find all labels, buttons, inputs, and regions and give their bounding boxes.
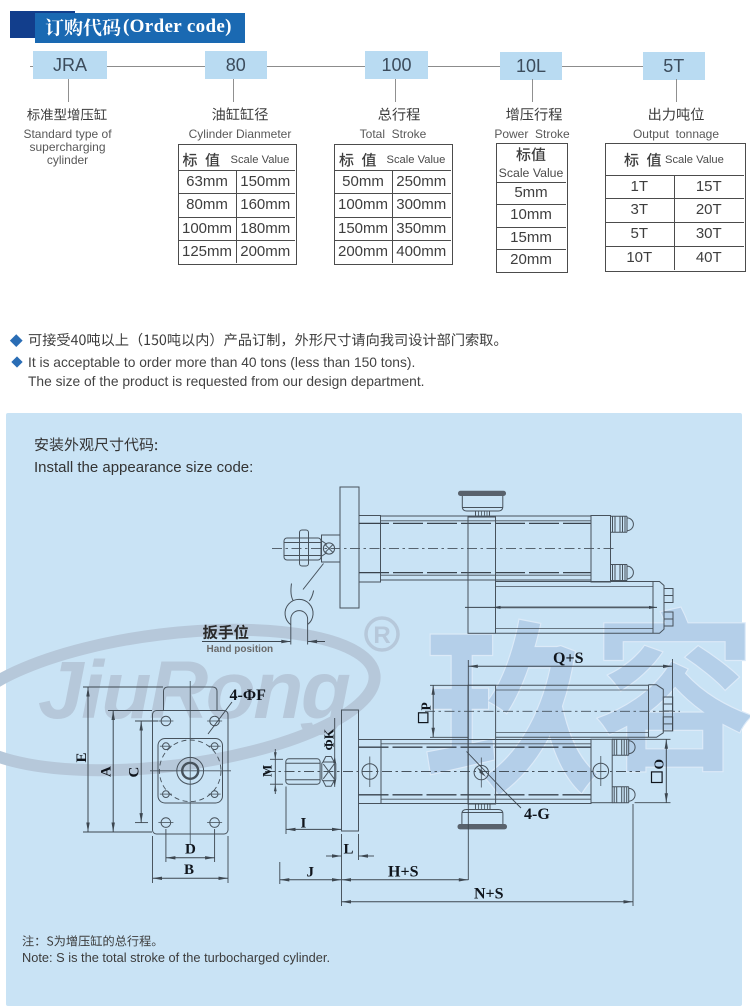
svg-text:C: C bbox=[127, 767, 143, 778]
svg-text:R: R bbox=[373, 622, 390, 649]
svg-text:M: M bbox=[260, 765, 275, 777]
svg-text:E: E bbox=[74, 752, 90, 762]
svg-text:N+S: N+S bbox=[474, 886, 504, 903]
svg-text:4-ΦF: 4-ΦF bbox=[230, 687, 267, 704]
svg-text:D: D bbox=[185, 842, 196, 858]
svg-text:J: J bbox=[307, 865, 315, 881]
svg-text:A: A bbox=[99, 766, 115, 777]
svg-text:4-G: 4-G bbox=[524, 806, 550, 823]
svg-text:I: I bbox=[301, 816, 307, 832]
svg-text:O: O bbox=[652, 759, 667, 770]
svg-text:L: L bbox=[344, 842, 354, 858]
svg-text:H+S: H+S bbox=[388, 864, 419, 881]
svg-text:Q+S: Q+S bbox=[553, 650, 584, 667]
svg-text:ΦK: ΦK bbox=[322, 728, 337, 750]
svg-text:B: B bbox=[184, 862, 194, 878]
svg-text:JiuRong: JiuRong bbox=[38, 645, 350, 736]
svg-text:P: P bbox=[419, 702, 434, 710]
